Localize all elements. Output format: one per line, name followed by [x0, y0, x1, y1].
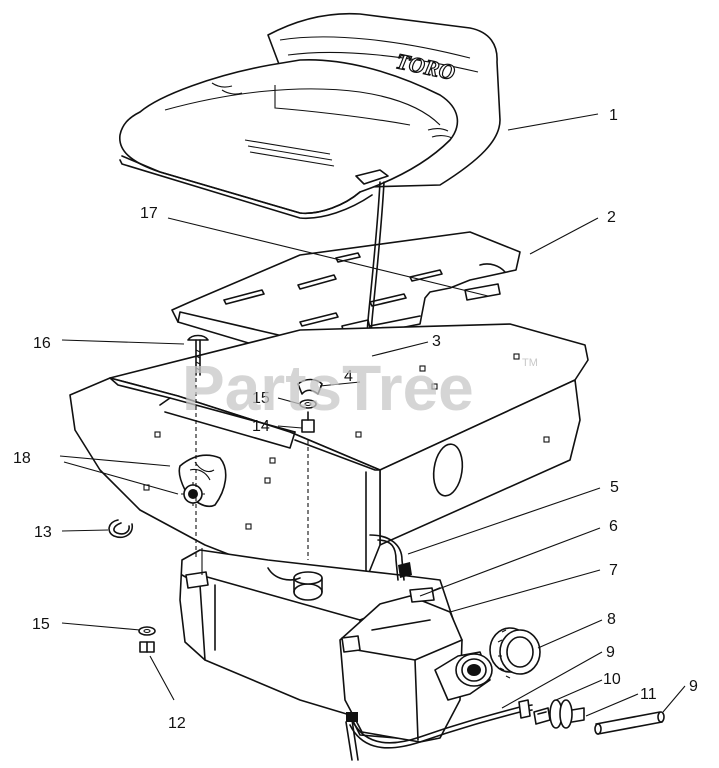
fender-body	[69, 323, 589, 596]
callout-8: 8	[607, 611, 616, 628]
callout-13: 13	[34, 524, 52, 541]
callout-18: 18	[13, 450, 31, 467]
retaining-ring	[108, 519, 134, 539]
callout-17: 17	[140, 205, 158, 222]
callout-16: 16	[33, 335, 51, 352]
seat-bracket	[297, 378, 323, 395]
watermark-tm: TM	[522, 357, 538, 369]
fuel-hose-short	[594, 711, 665, 735]
fuel-fitting	[533, 707, 551, 725]
callout-2: 2	[607, 209, 616, 226]
callout-6: 6	[609, 518, 618, 535]
nut-12	[139, 641, 155, 653]
callout-9a: 9	[606, 644, 615, 661]
callout-12: 12	[168, 715, 186, 732]
callout-4: 4	[344, 368, 353, 385]
callout-15b: 15	[32, 616, 50, 633]
fuel-tank	[179, 549, 493, 743]
callout-11: 11	[640, 686, 657, 703]
callout-14: 14	[252, 418, 270, 435]
fuel-cap	[489, 627, 541, 679]
watermark-text: PartsTree	[182, 352, 474, 424]
callout-15a: 15	[252, 390, 270, 407]
callout-7: 7	[609, 562, 618, 579]
seat: TORO	[119, 12, 501, 220]
fuel-line	[345, 704, 533, 761]
callout-10: 10	[603, 671, 621, 688]
watermark: PartsTree TM	[182, 352, 538, 424]
fuel-filter	[549, 699, 585, 729]
carriage-bolt	[187, 334, 209, 376]
callout-1: 1	[609, 107, 618, 124]
callout-numbers: 1 2 3 4 5 6 7 8 9 9 10 11 12 13 14 15 15…	[13, 107, 698, 732]
leader-lines	[59, 113, 686, 717]
hose-clamp	[518, 699, 531, 719]
callout-5: 5	[610, 479, 619, 496]
callout-9b: 9	[689, 678, 698, 695]
vent-hose	[369, 534, 412, 581]
washer-bottom	[138, 626, 156, 636]
callout-3: 3	[432, 333, 441, 350]
